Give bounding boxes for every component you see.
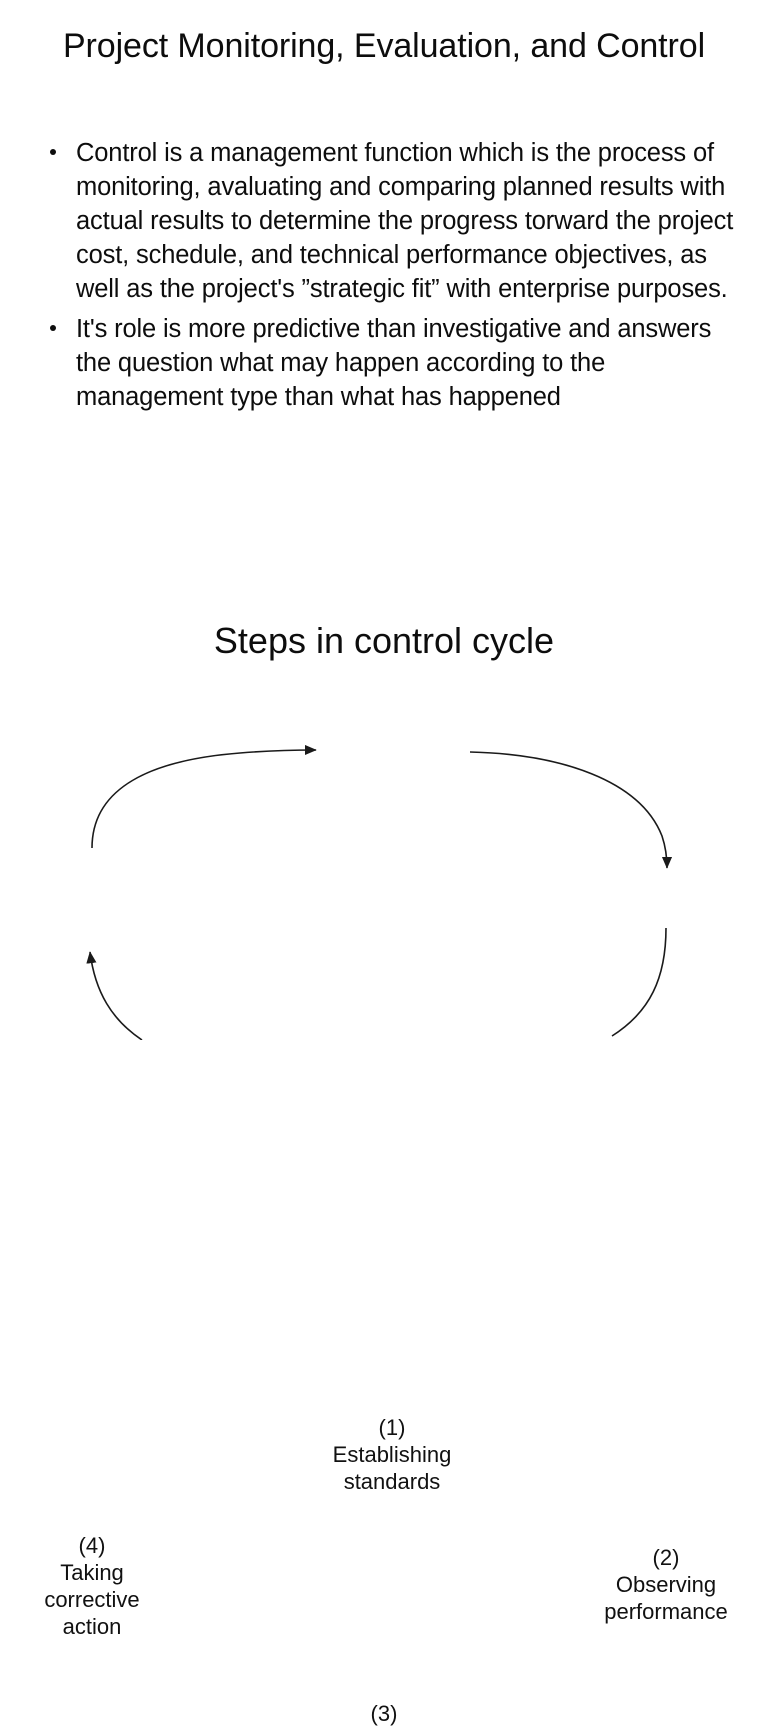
slide-page: Project Monitoring, Evaluation, and Cont… bbox=[0, 27, 768, 1726]
bullet-dot-icon bbox=[50, 149, 56, 155]
section-heading: Steps in control cycle bbox=[213, 620, 555, 661]
cycle-node-4-number: (4) bbox=[78, 1533, 106, 1558]
bullet-dot-icon bbox=[50, 325, 56, 331]
page-title: Project Monitoring, Evaluation, and Cont… bbox=[62, 27, 706, 65]
cycle-arrows-svg bbox=[86, 744, 673, 1040]
cycle-node-1-number: (1) bbox=[378, 1415, 406, 1440]
cycle-node-2-number: (2) bbox=[652, 1545, 680, 1570]
cycle-node-3: (3) bbox=[284, 1700, 484, 1727]
arrow-1-to-2 bbox=[469, 751, 673, 869]
arrow-2-to-3 bbox=[611, 927, 667, 1037]
list-item: Control is a management function which i… bbox=[44, 136, 744, 306]
list-item: It's role is more predictive than invest… bbox=[44, 312, 744, 414]
bullet-list: Control is a management function which i… bbox=[44, 136, 744, 420]
bullet-text: Control is a management function which i… bbox=[76, 139, 734, 303]
arrow-4-to-1 bbox=[91, 744, 317, 849]
arrow-3-to-4 bbox=[86, 951, 143, 1040]
bullet-text: It's role is more predictive than invest… bbox=[76, 315, 712, 411]
cycle-node-3-number: (3) bbox=[370, 1701, 398, 1726]
